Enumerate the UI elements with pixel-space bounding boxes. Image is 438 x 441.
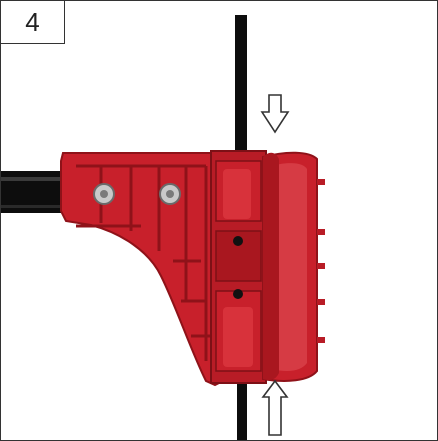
up-arrow-outline-icon xyxy=(261,379,289,436)
step-number: 4 xyxy=(25,6,40,37)
screw-left xyxy=(93,183,115,205)
down-arrow-outline-icon xyxy=(260,94,290,134)
screw-right xyxy=(159,183,181,205)
red-bracket xyxy=(60,150,325,387)
step-number-box: 4 xyxy=(1,1,65,44)
